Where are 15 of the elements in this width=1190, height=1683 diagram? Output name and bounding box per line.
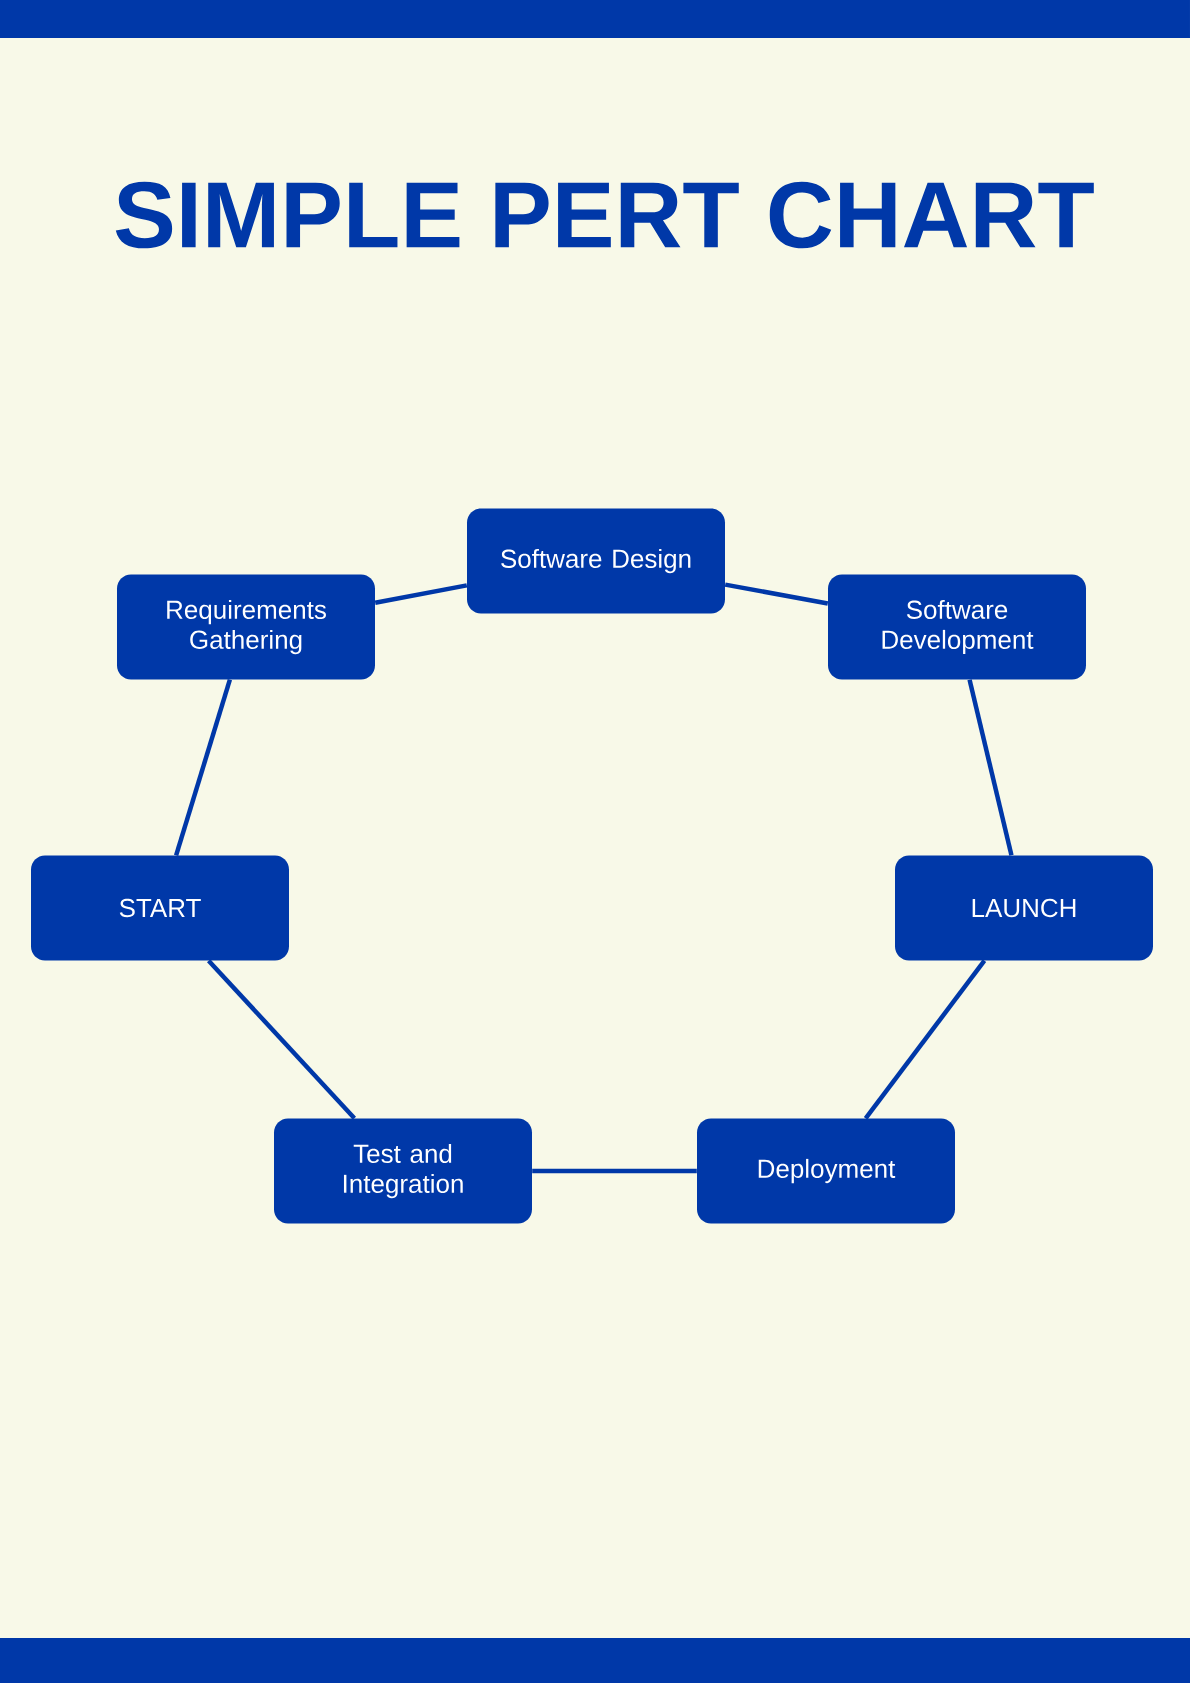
- process-box: START: [31, 855, 289, 961]
- process-box: Deployment: [697, 1118, 955, 1224]
- connector-line: [173, 679, 233, 856]
- connector-line: [863, 959, 987, 1120]
- connector-line: [967, 679, 1014, 856]
- process-box: Software Development: [828, 574, 1086, 680]
- process-box: Test and Integration: [274, 1118, 532, 1224]
- connector-line: [374, 583, 468, 605]
- title: SIMPLE PERT CHART: [115, 181, 1094, 249]
- connector-line: [724, 582, 829, 606]
- connector-line: [532, 1168, 697, 1174]
- process-box: Software Design: [467, 508, 725, 614]
- process-box: Requirements Gathering: [117, 574, 375, 680]
- connector-line: [207, 959, 357, 1120]
- process-box: LAUNCH: [895, 855, 1153, 961]
